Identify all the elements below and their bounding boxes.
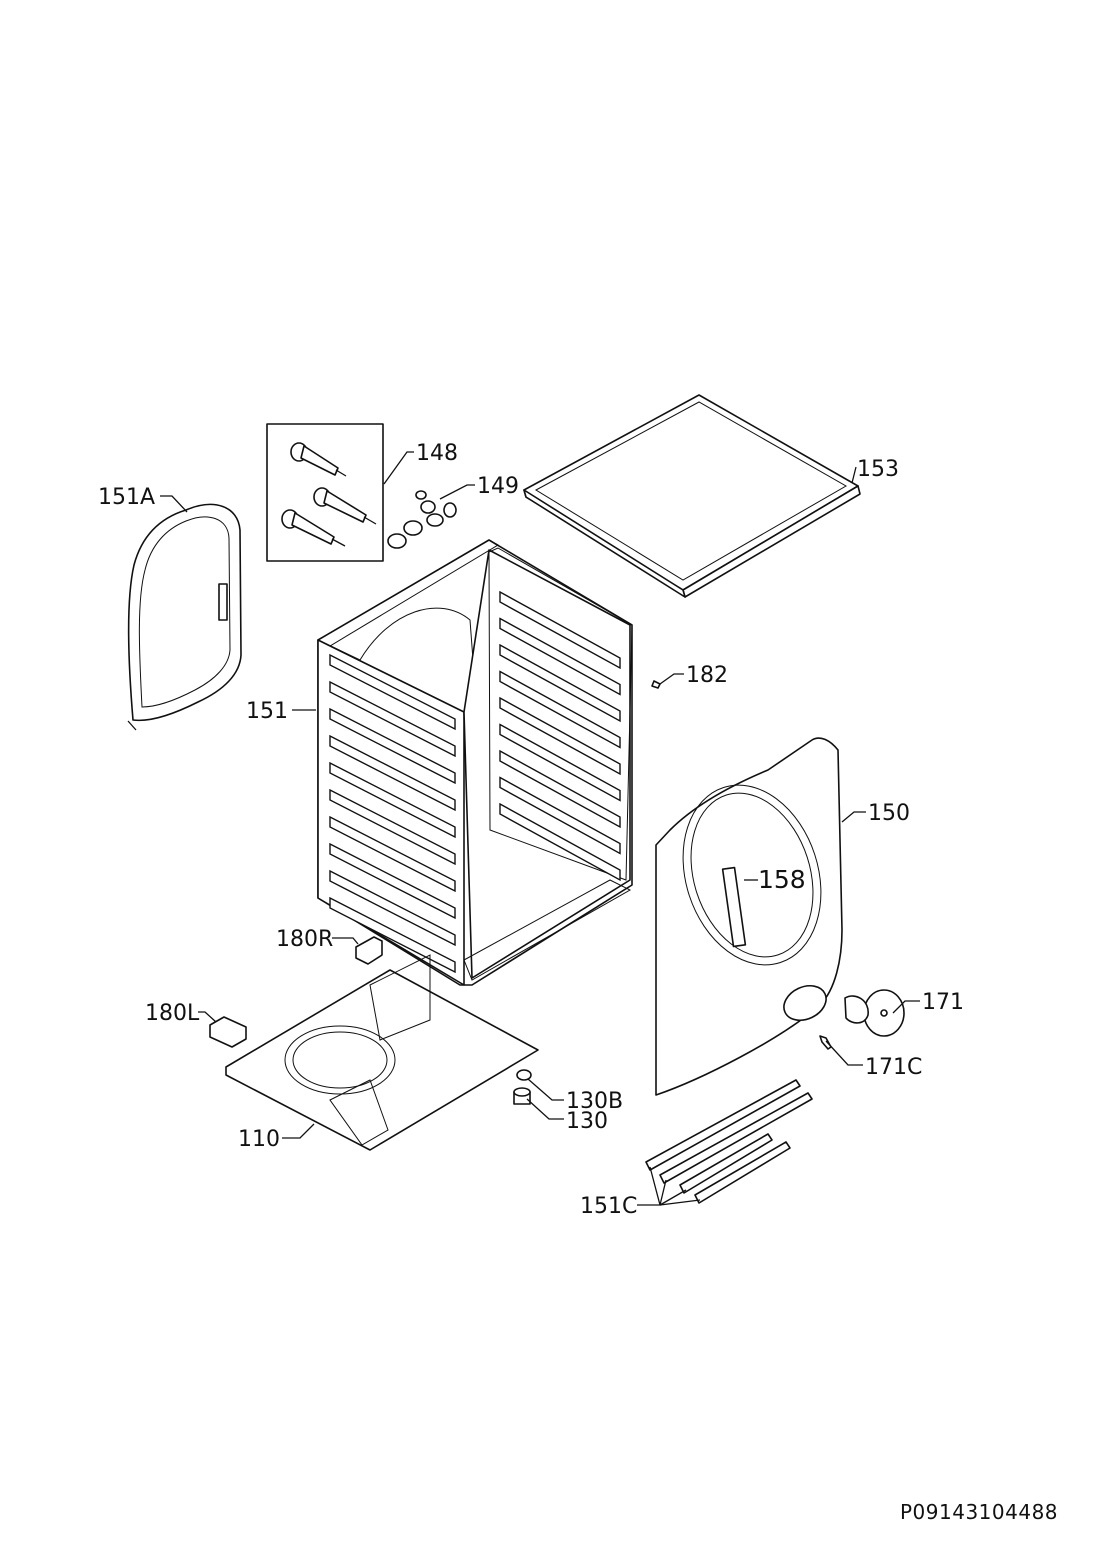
- cabinet-front-rib: [329, 734, 456, 812]
- document-code: P09143104488: [900, 1500, 1059, 1524]
- part-180R-bracket: [355, 936, 383, 965]
- part-182-screw: [651, 680, 661, 689]
- part-150-front-panel: [655, 737, 843, 1096]
- cabinet-front-rib: [329, 653, 456, 731]
- cabinet-front-rib: [329, 815, 456, 893]
- part-148-transit-bolts: [266, 423, 384, 562]
- callout-130B: 130B: [566, 1089, 623, 1114]
- cabinet-side-rib: [499, 670, 621, 749]
- callout-180L: 180L: [145, 1001, 200, 1026]
- cabinet-side-rib: [499, 696, 621, 776]
- part-153-top-cover: [523, 394, 861, 598]
- cabinet-front-rib: [329, 680, 456, 758]
- cabinet-side-rib: [499, 749, 621, 829]
- part-130-foot: [513, 1087, 531, 1105]
- cabinet-side-rib: [499, 590, 621, 670]
- callout-150: 150: [868, 801, 910, 826]
- cabinet-front-rib: [329, 761, 456, 839]
- leader-lines: [160, 451, 920, 1206]
- cabinet-front-rib: [329, 842, 456, 920]
- part-151A-seal-frame: [127, 503, 242, 731]
- cabinet-side-rib: [499, 643, 621, 723]
- callout-171C: 171C: [865, 1055, 922, 1080]
- callout-158: 158: [758, 865, 806, 894]
- part-130B-foot-nut: [516, 1069, 532, 1081]
- callout-182: 182: [686, 663, 728, 688]
- part-171-hinge: [844, 989, 905, 1037]
- part-180L-bracket: [209, 1016, 247, 1048]
- callout-151C: 151C: [580, 1194, 637, 1219]
- callout-110: 110: [238, 1127, 280, 1152]
- callout-153: 153: [857, 457, 899, 482]
- part-149-caps: [387, 490, 457, 549]
- part-151-cabinet: [316, 539, 633, 986]
- callout-148: 148: [416, 441, 458, 466]
- cabinet-front-rib: [329, 707, 456, 785]
- callout-149: 149: [477, 474, 519, 499]
- callout-180R: 180R: [276, 927, 333, 952]
- callout-171: 171: [922, 990, 964, 1015]
- part-110-base: [225, 954, 539, 1151]
- callout-130: 130: [566, 1109, 608, 1134]
- callout-151A: 151A: [98, 485, 155, 510]
- cabinet-side-rib: [499, 723, 621, 802]
- cabinet-side-rib: [499, 802, 621, 882]
- cabinet-side-rib: [499, 776, 621, 855]
- part-171C-pin: [819, 1035, 832, 1050]
- callout-151: 151: [246, 699, 288, 724]
- cabinet-front-rib: [329, 896, 456, 974]
- cabinet-front-rib: [329, 788, 456, 866]
- cabinet-side-rib: [499, 617, 621, 696]
- cabinet-front-rib: [329, 869, 456, 947]
- part-151C-rails: [645, 1079, 813, 1204]
